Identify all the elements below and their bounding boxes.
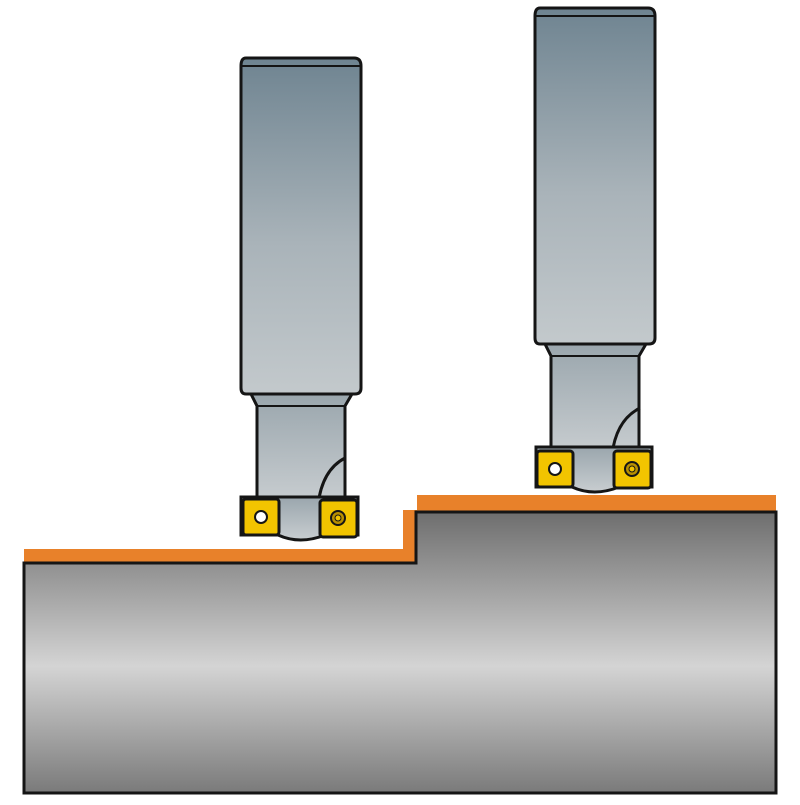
screw-hole-icon [254,510,268,524]
end-mill-left [239,56,363,542]
workpiece [22,495,778,795]
removed-layer-low [24,549,403,563]
insert-plain [535,449,575,489]
tool-neck [542,342,649,457]
tool-shank [239,56,363,396]
workpiece-top-edge [24,510,776,565]
removed-layer-step [403,510,417,563]
tool-neck [248,392,355,505]
screw-hole-icon [548,462,562,476]
insert-torx [318,498,359,539]
removed-layer-high [417,495,776,512]
end-mill-right [533,6,657,494]
insert-torx [612,449,653,490]
insert-plain [241,497,281,537]
tool-shank [533,6,657,346]
